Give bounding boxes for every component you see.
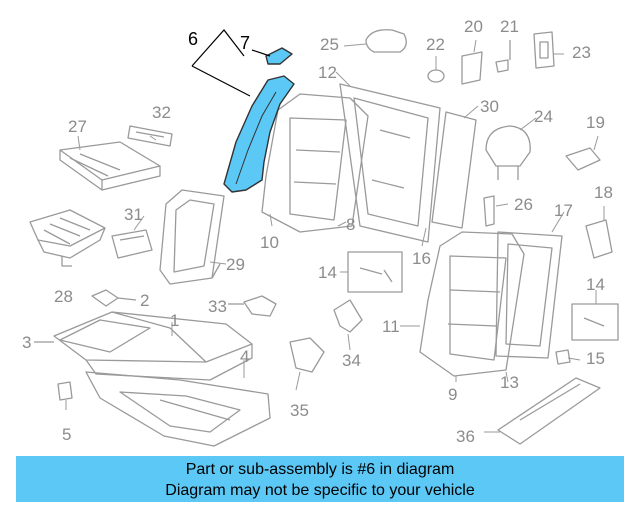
part-14-kit-right <box>571 303 619 341</box>
label-part-25: 25 <box>320 35 339 54</box>
part-28-bracket <box>29 209 106 267</box>
part-13-back-frame <box>495 231 563 359</box>
part-5-cap <box>57 381 73 401</box>
label-part-23: 23 <box>572 43 591 62</box>
label-part-35: 35 <box>290 401 309 420</box>
part-12-back-frame <box>339 83 441 243</box>
part-18-cover <box>585 219 613 259</box>
label-part-20: 20 <box>464 17 483 36</box>
label-part-7: 7 <box>240 33 251 53</box>
part-31-panel <box>111 229 153 259</box>
label-part-1: 1 <box>170 311 180 330</box>
part-22-cap <box>427 69 445 83</box>
label-part-2: 2 <box>140 291 150 310</box>
label-part-13: 13 <box>500 373 519 392</box>
part-33-bracket <box>228 295 277 317</box>
callout-6-7 <box>191 29 271 97</box>
banner-line-1: Part or sub-assembly is #6 in diagram <box>185 461 455 478</box>
part-36-strap <box>497 377 601 445</box>
part-7-highlighted[interactable] <box>265 47 293 65</box>
label-part-33: 33 <box>208 297 227 316</box>
label-part-14-left: 14 <box>318 263 337 282</box>
part-2-clip <box>91 289 137 307</box>
part-19-button <box>565 147 601 171</box>
label-part-11: 11 <box>382 317 400 336</box>
label-part-27: 27 <box>68 117 87 136</box>
label-part-22: 22 <box>426 35 445 54</box>
part-23-bezel <box>533 31 555 69</box>
part-29-frame <box>159 189 225 285</box>
part-4-seat-frame <box>85 371 271 447</box>
label-part-36: 36 <box>456 427 475 446</box>
label-part-10: 10 <box>260 233 279 252</box>
label-part-30: 30 <box>480 97 499 116</box>
part-32-label <box>127 125 173 147</box>
label-part-8: 8 <box>346 215 356 234</box>
label-part-32: 32 <box>152 103 171 122</box>
label-part-31: 31 <box>124 205 143 224</box>
label-part-17: 17 <box>554 201 573 220</box>
label-part-6: 6 <box>188 29 199 49</box>
part-14-kit-left <box>347 251 403 293</box>
part-15-clip <box>555 349 571 365</box>
label-part-18: 18 <box>594 183 613 202</box>
label-part-4: 4 <box>240 347 250 366</box>
part-20-guide <box>461 51 483 85</box>
part-10-backrest <box>261 93 369 233</box>
label-part-21: 21 <box>500 17 519 36</box>
parts-diagram <box>29 29 619 447</box>
part-26-bolt <box>483 195 495 227</box>
info-banner: Part or sub-assembly is #6 in diagram Di… <box>16 456 624 502</box>
label-part-12: 12 <box>318 63 337 82</box>
part-1-seat-cushion <box>34 311 253 381</box>
part-35-bracket <box>289 337 325 373</box>
part-9-backrest <box>419 231 525 377</box>
label-part-24: 24 <box>534 107 553 126</box>
label-part-26: 26 <box>514 195 533 214</box>
label-part-15: 15 <box>586 349 605 368</box>
part-6-highlighted[interactable] <box>223 75 295 193</box>
part-27-cushion-pad <box>59 141 161 191</box>
label-part-3: 3 <box>22 333 32 352</box>
label-part-19: 19 <box>586 113 605 132</box>
label-part-9: 9 <box>448 385 458 404</box>
label-part-29: 29 <box>226 255 245 274</box>
label-part-16: 16 <box>412 249 431 268</box>
part-34-bracket <box>333 299 363 333</box>
part-21-screw <box>495 40 511 73</box>
leader-lines <box>65 39 605 433</box>
label-part-34: 34 <box>342 351 361 370</box>
label-part-5: 5 <box>62 425 72 444</box>
label-part-14-right: 14 <box>586 275 605 294</box>
label-part-28: 28 <box>54 287 73 306</box>
part-30-board <box>431 111 477 229</box>
banner-line-2: Diagram may not be specific to your vehi… <box>165 482 475 499</box>
part-25-headrest <box>365 29 407 53</box>
part-24-headrest <box>485 125 531 180</box>
